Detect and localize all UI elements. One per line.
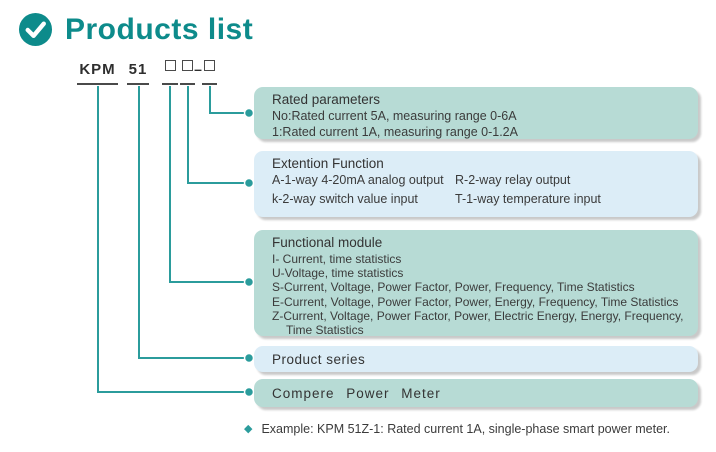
callout-line: E-Current, Voltage, Power Factor, Power,…: [272, 294, 679, 309]
diamond-bullet-icon: ◆: [244, 422, 253, 435]
placeholder-square-icon: [182, 60, 193, 71]
page-header: Products list: [18, 12, 253, 47]
callout-line: U-Voltage, time statistics: [272, 266, 404, 281]
model-code-prefix: KPM: [77, 59, 118, 85]
callout-functional-module: Functional module I- Current, time stati…: [254, 230, 698, 338]
model-code-slot-3: [202, 59, 217, 85]
callout-line: A-1-way 4-20mA analog output: [272, 173, 444, 187]
callout-title: Functional module: [272, 235, 383, 250]
placeholder-square-icon: [164, 60, 176, 71]
model-code-dash: –: [194, 61, 202, 77]
callout-title: Extention Function: [272, 156, 384, 171]
callout-line: No:Rated current 5A, measuring range 0-6…: [272, 109, 517, 123]
callout-line: 1:Rated current 1A, measuring range 0-1.…: [272, 124, 518, 139]
callout-line: R-2-way relay output: [455, 173, 571, 187]
callout-line: Time Statistics: [286, 323, 364, 338]
model-code-series: 51: [127, 59, 149, 85]
callout-title: Product series: [272, 351, 366, 367]
callout-rated-parameters: Rated parameters No:Rated current 5A, me…: [254, 87, 698, 139]
callout-extention-function: Extention Function A-1-way 4-20mA analog…: [254, 151, 698, 217]
model-code-slot-1: [162, 59, 178, 85]
page-title: Products list: [65, 12, 254, 46]
model-code-slot-2: [180, 59, 195, 85]
callout-line: k-2-way switch value input: [272, 191, 418, 206]
callout-line: S-Current, Voltage, Power Factor, Power,…: [272, 280, 635, 295]
extension-options: A-1-way 4-20mA analog output R-2-way rel…: [272, 173, 688, 207]
callout-line: T-1-way temperature input: [455, 191, 601, 206]
callout-compere-power-meter: Compere Power Meter: [254, 379, 698, 407]
example-note: ◆ Example: KPM 51Z-1: Rated current 1A, …: [244, 422, 670, 436]
callout-line: Z-Current, Voltage, Power Factor, Power,…: [272, 308, 684, 323]
callout-line: I- Current, time statistics: [272, 252, 402, 266]
callout-title: Rated parameters: [272, 92, 381, 107]
callout-title: Compere Power Meter: [272, 385, 441, 401]
example-text: Example: KPM 51Z-1: Rated current 1A, si…: [261, 422, 670, 436]
checkmark-circle-icon: [18, 12, 53, 47]
callout-product-series: Product series: [254, 346, 698, 372]
placeholder-square-icon: [204, 60, 215, 71]
